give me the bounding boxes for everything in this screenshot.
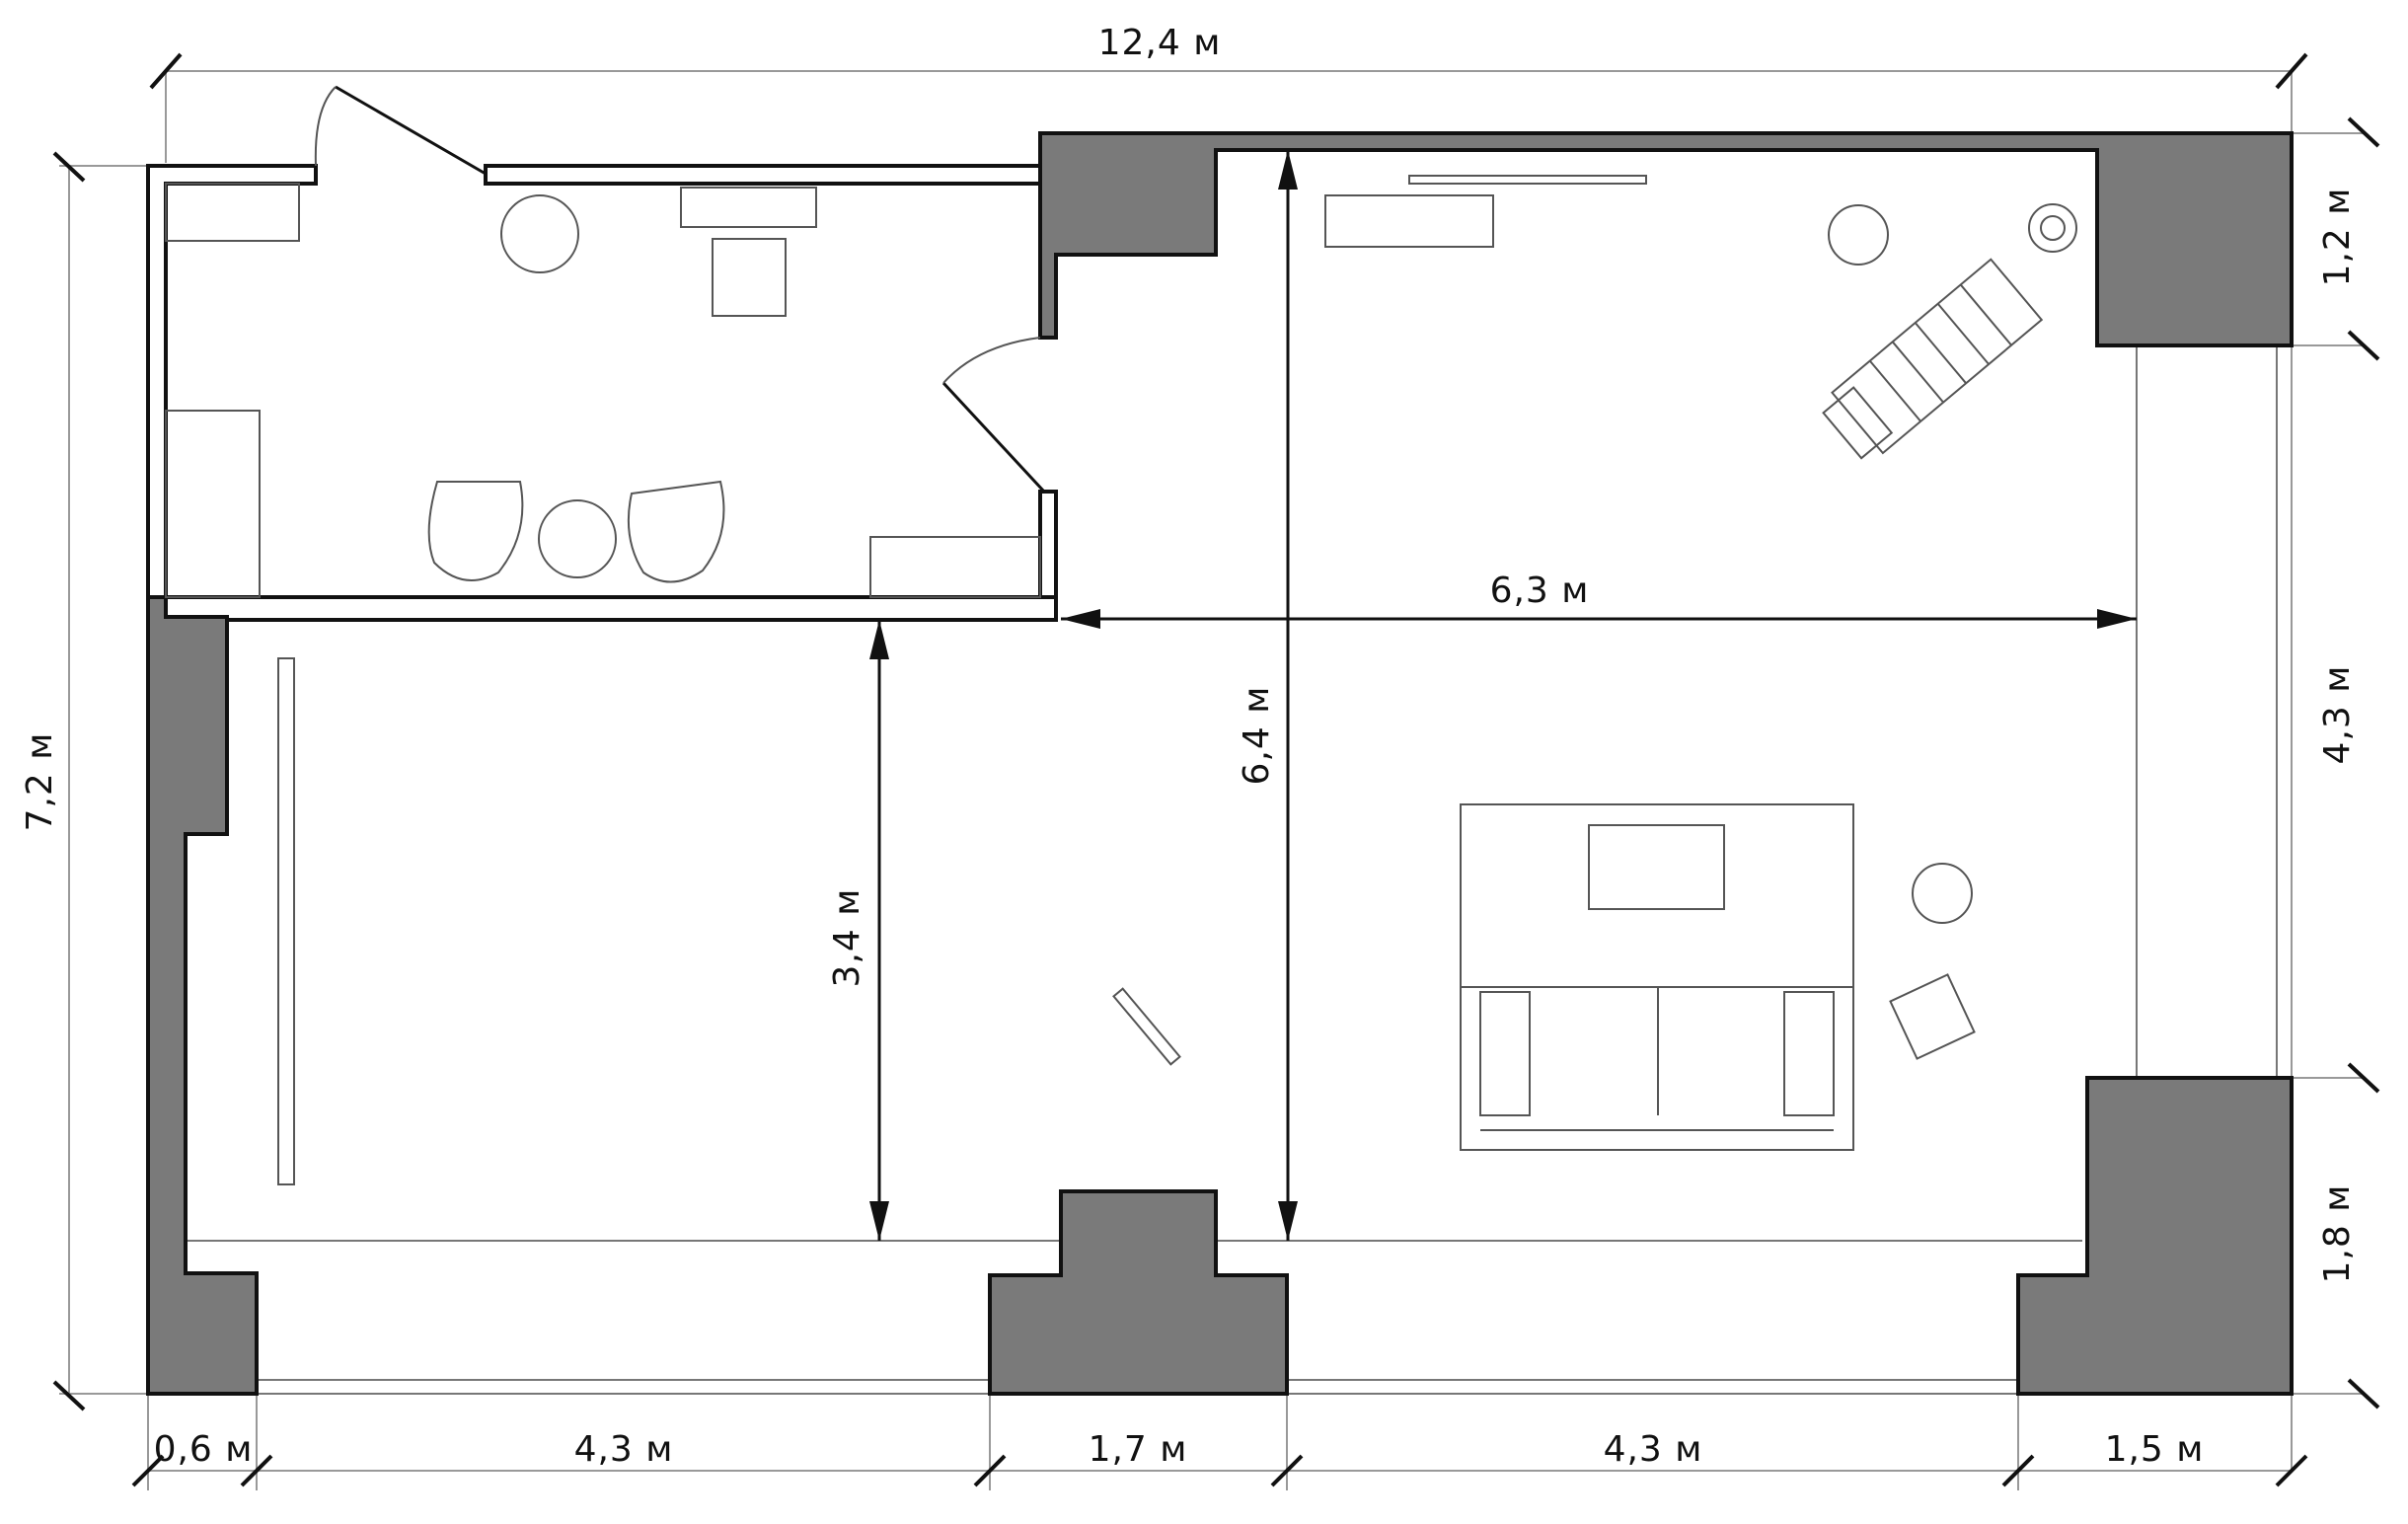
tv-stand — [1324, 194, 1494, 248]
dimension-guides — [59, 70, 2364, 1490]
mirror — [1112, 987, 1181, 1066]
ottoman — [1889, 973, 1976, 1060]
lounge-chair — [1822, 258, 2044, 460]
coffee-table — [1588, 824, 1725, 910]
dresser — [869, 536, 1041, 598]
chair — [712, 238, 787, 317]
round-table — [1828, 204, 1889, 266]
wardrobe — [165, 410, 261, 598]
doors — [314, 85, 1046, 494]
dimension-labels: 12,4 м 7,2 м 1,2 м 4,3 м 1,8 м 0,6 м 4,3… — [20, 23, 2358, 1470]
label-inner-height-right: 6,4 м — [1237, 686, 1277, 786]
sofa — [1460, 986, 1854, 1151]
label-top-right: 1,2 м — [2317, 188, 2358, 287]
side-table — [538, 499, 617, 578]
label-inner-height-left: 3,4 м — [827, 888, 867, 988]
label-mid-right: 4,3 м — [2317, 665, 2358, 765]
dimension-ticks — [52, 52, 2380, 1487]
desk — [680, 187, 817, 228]
cabinet-top-left — [165, 183, 300, 242]
furniture-big-room — [277, 175, 2077, 1185]
label-bottom-right: 1,8 м — [2317, 1184, 2358, 1284]
furniture-small-room — [165, 183, 1041, 598]
windows — [186, 344, 2278, 1395]
lamp-inner — [2040, 215, 2066, 241]
label-bottom-2: 4,3 м — [574, 1429, 674, 1470]
label-inner-width: 6,3 м — [1490, 571, 1590, 611]
label-bottom-1: 0,6 м — [154, 1429, 254, 1470]
label-total-height: 7,2 м — [20, 732, 60, 832]
measure-arrows — [869, 150, 2137, 1241]
wall-shelf-left — [277, 657, 295, 1185]
walls — [146, 131, 2294, 1396]
label-bottom-4: 4,3 м — [1604, 1429, 1703, 1470]
armchair-right — [627, 480, 725, 583]
round-stool — [500, 194, 579, 273]
armchair-left — [427, 481, 524, 581]
shelf — [1408, 175, 1647, 185]
lamp — [2028, 203, 2077, 253]
stool-round — [1912, 863, 1973, 924]
label-bottom-5: 1,5 м — [2105, 1429, 2205, 1470]
label-total-width: 12,4 м — [1098, 23, 1222, 63]
label-bottom-3: 1,7 м — [1089, 1429, 1188, 1470]
